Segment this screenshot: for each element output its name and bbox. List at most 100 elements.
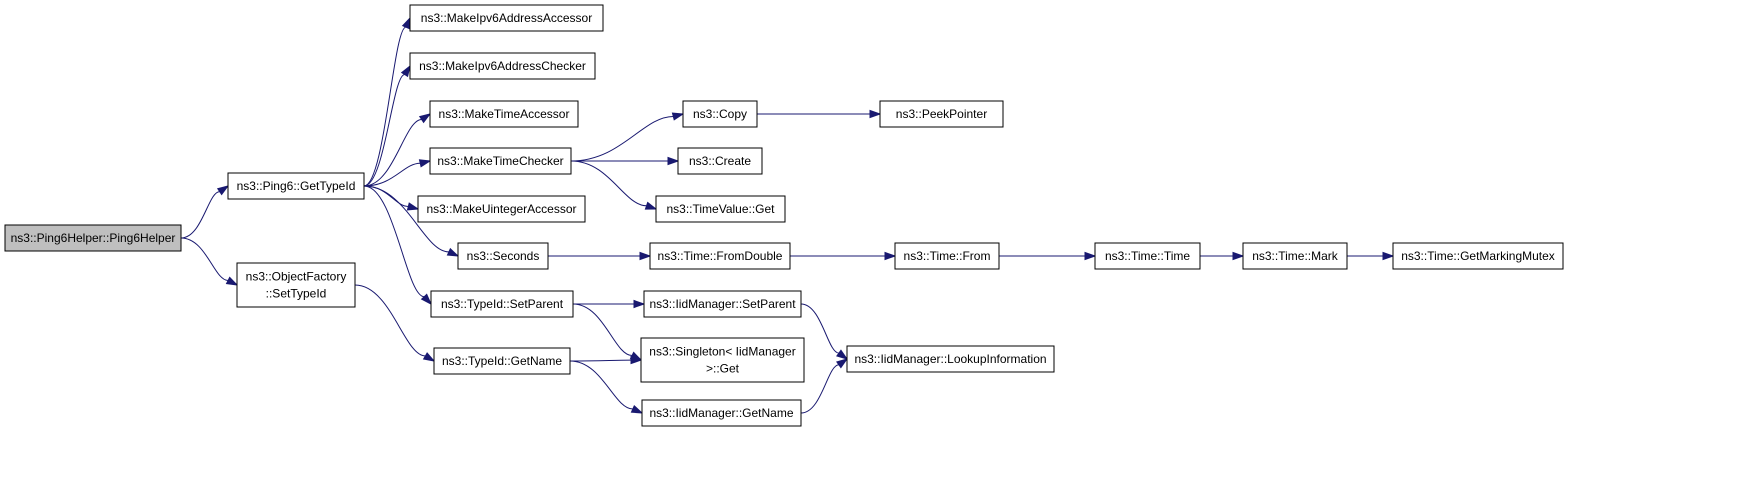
edge-line bbox=[363, 26, 407, 187]
edge-arrowhead bbox=[418, 159, 432, 168]
edge-arrowhead bbox=[418, 113, 432, 124]
edge-line bbox=[569, 360, 633, 410]
node-box bbox=[643, 290, 802, 318]
node-label: ns3::MakeIpv6AddressChecker bbox=[419, 59, 586, 73]
edge-arrowhead bbox=[422, 352, 436, 362]
function-node-time-fromdouble[interactable]: ns3::Time::FromDouble bbox=[649, 242, 791, 270]
edge-line bbox=[363, 185, 425, 298]
node-box bbox=[417, 195, 586, 223]
call-edge bbox=[570, 112, 685, 162]
call-edge bbox=[363, 159, 432, 187]
edge-arrowhead bbox=[401, 16, 411, 30]
function-node-create[interactable]: ns3::Create bbox=[677, 147, 763, 175]
node-box bbox=[429, 100, 579, 128]
node-box bbox=[457, 242, 549, 270]
node-label: ns3::TimeValue::Get bbox=[666, 202, 775, 216]
node-label: ns3::Time::From bbox=[904, 249, 991, 263]
function-node-singleton-get[interactable]: ns3::Singleton< IidManager >::Get bbox=[640, 337, 805, 383]
function-node-ping6helper[interactable]: ns3::Ping6Helper::Ping6Helper bbox=[4, 224, 182, 252]
call-edge bbox=[547, 251, 652, 261]
edge-line bbox=[572, 303, 633, 357]
node-box bbox=[236, 262, 356, 308]
edge-line bbox=[570, 160, 647, 207]
function-node-time-getmarkingmutex[interactable]: ns3::Time::GetMarkingMutex bbox=[1392, 242, 1564, 270]
function-node-makeipv6accessor[interactable]: ns3::MakeIpv6AddressAccessor bbox=[409, 4, 604, 32]
node-label: >::Get bbox=[706, 362, 740, 376]
node-label: ns3::Time::Time bbox=[1105, 249, 1190, 263]
node-box bbox=[1392, 242, 1564, 270]
function-node-typeid-setparent[interactable]: ns3::TypeId::SetParent bbox=[430, 290, 574, 318]
function-node-time-from[interactable]: ns3::Time::From bbox=[894, 242, 1000, 270]
call-edge bbox=[363, 64, 411, 187]
node-box bbox=[1242, 242, 1348, 270]
function-node-peekpointer[interactable]: ns3::PeekPointer bbox=[879, 100, 1004, 128]
call-edge bbox=[363, 16, 411, 187]
edge-arrowhead bbox=[1084, 251, 1097, 261]
call-edge bbox=[800, 303, 849, 360]
node-box bbox=[409, 4, 604, 32]
edge-line bbox=[363, 73, 405, 187]
edge-arrowhead bbox=[630, 404, 644, 414]
edge-line bbox=[363, 185, 449, 253]
function-nodes: ns3::Ping6Helper::Ping6Helper ns3::Ping6:… bbox=[4, 4, 1564, 427]
call-edge bbox=[570, 160, 658, 210]
edge-arrowhead bbox=[406, 202, 420, 211]
edge-arrowhead bbox=[1382, 251, 1395, 261]
node-box bbox=[682, 100, 758, 128]
function-node-seconds[interactable]: ns3::Seconds bbox=[457, 242, 549, 270]
call-edge bbox=[572, 303, 643, 361]
node-label: ns3::IidManager::LookupInformation bbox=[854, 352, 1046, 366]
node-label: ns3::TypeId::GetName bbox=[442, 354, 562, 368]
node-box bbox=[1094, 242, 1201, 270]
edge-arrowhead bbox=[836, 358, 849, 369]
call-edge bbox=[789, 251, 897, 261]
function-node-makeuintegeraccessor[interactable]: ns3::MakeUintegerAccessor bbox=[417, 195, 586, 223]
edge-line bbox=[800, 364, 840, 414]
node-label: ns3::Ping6Helper::Ping6Helper bbox=[11, 231, 176, 245]
edge-line bbox=[180, 237, 229, 281]
node-box bbox=[655, 195, 786, 223]
edge-arrowhead bbox=[671, 112, 685, 121]
function-node-ping6-gettypeid[interactable]: ns3::Ping6::GetTypeId bbox=[227, 172, 365, 200]
call-edge bbox=[363, 185, 460, 257]
call-edge bbox=[800, 358, 849, 414]
function-node-objfactory-settypeid[interactable]: ns3::ObjectFactory::SetTypeId bbox=[236, 262, 356, 308]
node-label: ns3::Ping6::GetTypeId bbox=[237, 179, 356, 193]
edge-arrowhead bbox=[667, 156, 680, 166]
edge-arrowhead bbox=[644, 201, 658, 210]
function-node-iidmanager-getname[interactable]: ns3::IidManager::GetName bbox=[641, 399, 802, 427]
function-node-timevalue-get[interactable]: ns3::TimeValue::Get bbox=[655, 195, 786, 223]
edge-line bbox=[180, 191, 220, 239]
node-label: ns3::Create bbox=[689, 154, 751, 168]
node-label: ns3::PeekPointer bbox=[896, 107, 987, 121]
node-box bbox=[641, 399, 802, 427]
function-node-copy[interactable]: ns3::Copy bbox=[682, 100, 758, 128]
node-label: ns3::Seconds bbox=[467, 249, 540, 263]
function-node-makeipv6checker[interactable]: ns3::MakeIpv6AddressChecker bbox=[409, 52, 596, 80]
function-node-maketimechecker[interactable]: ns3::MakeTimeChecker bbox=[429, 147, 572, 175]
edge-arrowhead bbox=[420, 293, 433, 306]
function-node-typeid-getname[interactable]: ns3::TypeId::GetName bbox=[433, 347, 571, 375]
function-node-time-time[interactable]: ns3::Time::Time bbox=[1094, 242, 1201, 270]
call-edge bbox=[180, 237, 239, 286]
edge-arrowhead bbox=[633, 299, 646, 309]
node-label: ns3::MakeTimeChecker bbox=[437, 154, 563, 168]
edge-line bbox=[570, 115, 674, 162]
call-edge bbox=[571, 156, 680, 166]
edge-arrowhead bbox=[639, 251, 652, 261]
call-edge bbox=[363, 113, 432, 187]
function-node-iidmanager-lookupinformation[interactable]: ns3::IidManager::LookupInformation bbox=[846, 345, 1055, 373]
function-node-maketimeaccessor[interactable]: ns3::MakeTimeAccessor bbox=[429, 100, 579, 128]
call-edge bbox=[572, 299, 646, 309]
edge-arrowhead bbox=[836, 349, 849, 360]
call-edges bbox=[180, 16, 1395, 414]
node-label: ns3::MakeIpv6AddressAccessor bbox=[421, 11, 592, 25]
function-node-iidmanager-setparent[interactable]: ns3::IidManager::SetParent bbox=[643, 290, 802, 318]
function-node-time-mark[interactable]: ns3::Time::Mark bbox=[1242, 242, 1348, 270]
call-edge bbox=[363, 185, 420, 211]
node-label: ns3::MakeUintegerAccessor bbox=[426, 202, 576, 216]
edge-line bbox=[354, 284, 426, 357]
edge-line bbox=[363, 162, 421, 187]
node-label: ns3::Time::FromDouble bbox=[658, 249, 783, 263]
